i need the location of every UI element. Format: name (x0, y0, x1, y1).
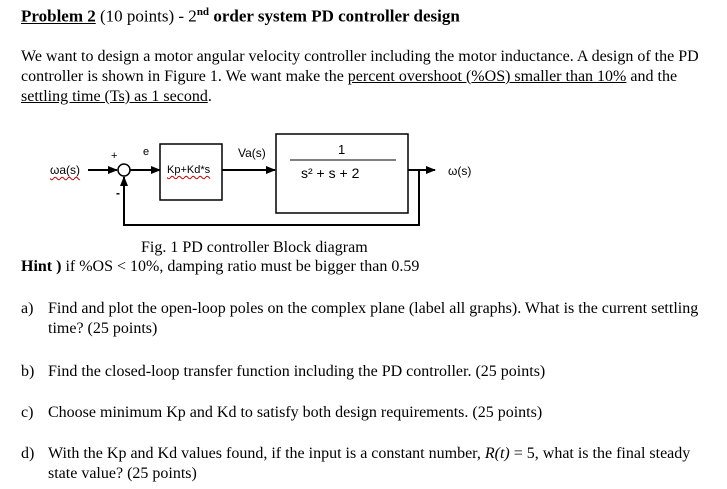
question-math: R(t) (484, 445, 510, 462)
minus-sign: - (116, 186, 120, 200)
intro-part2: and the (626, 68, 678, 85)
question-letter: c) (21, 404, 34, 421)
block-diagram: ωa(s) + - e Kp+Kd*s Va(s) 1 s² + s + 2 ω… (0, 130, 727, 245)
plant-block (275, 133, 409, 214)
question-text: Find and plot the open-loop poles on the… (48, 300, 699, 337)
va-label: Va(s) (238, 146, 266, 160)
output-label: ω(s) (448, 164, 472, 178)
input-label: ωa(s) (50, 163, 81, 177)
question-text: Find the closed-loop transfer function i… (48, 363, 546, 380)
intro-overshoot: percent overshoot (%OS) smaller than 10% (347, 68, 627, 85)
question-text-before: With the Kp and Kd values found, if the … (48, 445, 485, 462)
plant-numerator: 1 (338, 142, 346, 157)
question-d: d) With the Kp and Kd values found, if t… (21, 444, 721, 484)
summing-junction (117, 163, 131, 177)
question-letter: a) (21, 300, 34, 317)
hint-line: Hint ) if %OS < 10%, damping ratio must … (21, 258, 419, 276)
error-label: e (143, 146, 150, 158)
problem-title: Problem 2 (10 points) - 2nd order system… (21, 6, 460, 27)
question-a: a) Find and plot the open-loop poles on … (21, 299, 721, 339)
question-letter: d) (21, 445, 35, 462)
plus-sign: + (111, 150, 118, 162)
question-text: With the Kp and Kd values found, if the … (48, 444, 721, 484)
question-b: b) Find the closed-loop transfer functio… (21, 362, 721, 382)
hint-label: Hint ) (21, 258, 62, 275)
problem-title-text: order system PD controller design (209, 6, 460, 26)
intro-paragraph: We want to design a motor angular veloci… (21, 47, 711, 107)
problem-label: Problem 2 (21, 6, 96, 26)
question-text-after: = 5, what is the final steady state valu… (48, 445, 691, 482)
question-text: Choose minimum Kp and Kd to satisfy both… (48, 404, 543, 421)
intro-part1: We want to design a motor angular veloci… (21, 48, 699, 85)
question-letter: b) (21, 363, 35, 380)
feedback-line (123, 170, 420, 226)
plant-denominator: s² + s + 2 (301, 165, 360, 181)
controller-block (159, 143, 223, 201)
hint-text: if %OS < 10%, damping ratio must be bigg… (61, 258, 420, 275)
intro-settling: settling time (Ts) as 1 second (21, 88, 208, 105)
problem-superscript: nd (196, 6, 210, 18)
question-c: c) Choose minimum Kp and Kd to satisfy b… (21, 403, 721, 423)
block-diagram-graphic (88, 133, 436, 226)
figure-caption: Fig. 1 PD controller Block diagram (141, 239, 368, 256)
problem-points: (10 points) - 2 (95, 6, 197, 26)
controller-label: Kp+Kd*s (167, 164, 211, 176)
intro-part3: . (207, 88, 212, 105)
